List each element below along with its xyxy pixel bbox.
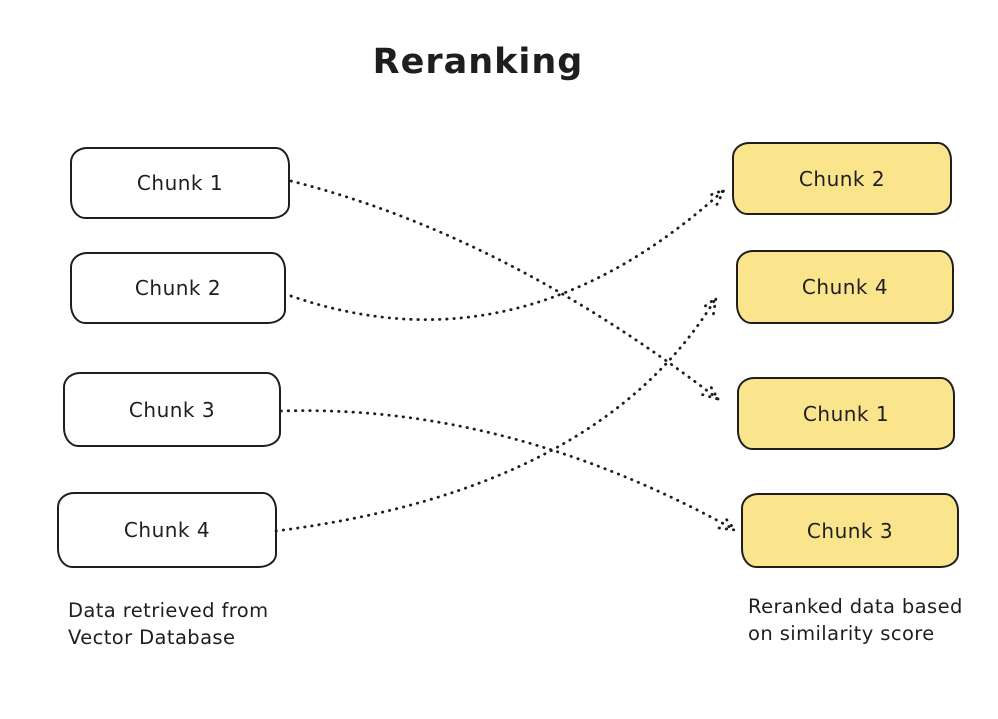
arrowhead-chunk4 (701, 296, 718, 316)
left-box-chunk-2-label: Chunk 2 (134, 276, 222, 300)
left-box-chunk-2: Chunk 2 (70, 252, 286, 324)
right-box-rank-1: Chunk 2 (732, 142, 952, 215)
diagram-title: Reranking (372, 42, 584, 82)
right-box-rank-1-label: Chunk 2 (798, 166, 886, 191)
right-box-rank-2-label: Chunk 4 (801, 275, 889, 299)
connector-chunk3 (279, 409, 737, 532)
left-box-chunk-1: Chunk 1 (70, 147, 290, 219)
right-box-rank-3: Chunk 1 (737, 377, 955, 450)
right-box-rank-4-label: Chunk 3 (806, 518, 894, 543)
right-column-caption: Reranked data based on similarity score (748, 595, 963, 645)
left-box-chunk-1-label: Chunk 1 (136, 171, 224, 195)
left-box-chunk-4: Chunk 4 (57, 492, 277, 568)
right-box-rank-3-label: Chunk 1 (802, 401, 890, 426)
left-box-chunk-3: Chunk 3 (63, 372, 281, 447)
arrowhead-chunk1 (701, 383, 720, 401)
arrowhead-chunk3 (717, 516, 737, 532)
right-box-rank-2: Chunk 4 (736, 250, 954, 324)
connector-chunk2 (289, 188, 726, 322)
connector-chunk1 (289, 179, 720, 401)
left-column-caption: Data retrieved from Vector Database (68, 599, 269, 649)
right-box-rank-4: Chunk 3 (741, 493, 959, 568)
left-box-chunk-3-label: Chunk 3 (128, 397, 216, 422)
left-box-chunk-4-label: Chunk 4 (123, 518, 211, 542)
connector-chunk4 (274, 296, 718, 533)
arrowhead-chunk2 (707, 188, 726, 206)
